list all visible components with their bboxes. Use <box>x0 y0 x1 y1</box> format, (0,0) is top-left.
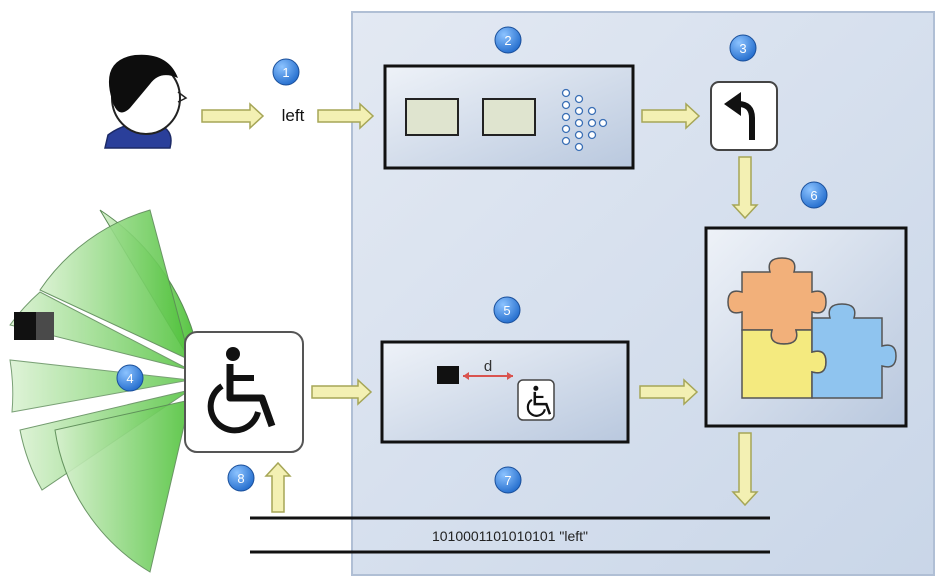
step-badge-2: 2 <box>494 26 522 54</box>
wheelchair-box <box>184 331 304 453</box>
arrow-head-to-word <box>201 102 265 130</box>
arrow-wheelchair-to-distance <box>311 378 373 406</box>
sensor-fan-icon <box>9 209 201 573</box>
step-2-label: 2 <box>504 33 511 48</box>
step-badge-3: 3 <box>729 34 757 62</box>
step-badge-6: 6 <box>800 181 828 209</box>
recognition-box <box>383 64 635 170</box>
arrow-word-to-recognition <box>317 102 375 130</box>
step-8-label: 8 <box>237 471 244 486</box>
step-badge-1: 1 <box>272 58 300 86</box>
turn-left-arrow-icon <box>724 92 755 140</box>
step-4-label: 4 <box>126 371 133 386</box>
step-7-label: 7 <box>504 473 511 488</box>
distance-box: d <box>380 340 630 444</box>
network-nodes-icon <box>561 88 608 152</box>
fusion-box <box>704 226 908 428</box>
distance-obstacle-icon <box>437 366 459 384</box>
turn-left-command-box <box>710 81 778 151</box>
step-badge-7: 7 <box>494 466 522 494</box>
step-1-label: 1 <box>282 65 289 80</box>
step-badge-5: 5 <box>493 296 521 324</box>
step-badge-4: 4 <box>116 364 144 392</box>
wheelchair-icon <box>207 347 276 434</box>
arrow-recognition-to-command <box>641 102 701 130</box>
step-6-label: 6 <box>810 188 817 203</box>
distance-label: d <box>484 358 492 375</box>
obstacle-shadow <box>36 312 54 340</box>
bus-message: 1010001101010101 "left" <box>432 528 588 544</box>
arrow-fusion-to-bus <box>731 432 759 507</box>
arrow-bus-to-wheelchair <box>264 461 292 513</box>
speech-word: left <box>282 106 305 125</box>
step-3-label: 3 <box>739 41 746 56</box>
small-wheelchair-icon <box>526 385 552 417</box>
step-5-label: 5 <box>503 303 510 318</box>
puzzle-icon <box>727 257 897 399</box>
step-badge-8: 8 <box>227 464 255 492</box>
person-head-icon <box>104 54 188 149</box>
arrow-distance-to-fusion <box>639 378 699 406</box>
arrow-command-to-fusion <box>731 156 759 220</box>
